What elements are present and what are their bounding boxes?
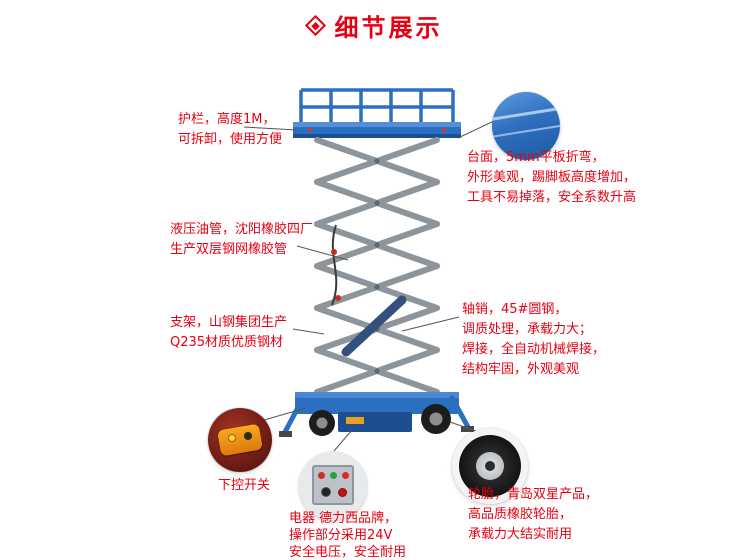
callout-text-line: 生产双层钢网橡胶管	[170, 242, 288, 257]
hydraulic-hose	[331, 224, 338, 306]
control-box-panel	[312, 465, 354, 505]
remote-control-photo	[208, 408, 272, 472]
callout-text-line: 轴销，45#圆钢，	[462, 302, 568, 317]
panel-button-green	[330, 472, 337, 479]
platform-detail-photo	[492, 92, 560, 160]
callout-text-line: 安全电压，安全耐用	[289, 545, 407, 560]
panel-estop	[338, 488, 347, 497]
callout-text-line: 液压油管，沈阳橡胶四厂	[170, 222, 314, 237]
lift-base	[295, 392, 459, 432]
callout-bracket: 支架，山钢集团生产 Q235材质优质钢材	[170, 313, 287, 353]
callout-text-line: 电器 德力西品牌，	[289, 511, 398, 526]
tire-photo	[452, 428, 528, 504]
callout-text-line: 下控开关	[218, 478, 271, 493]
page-title: 细节展示	[334, 14, 443, 42]
callout-pin: 轴销，45#圆钢， 调质处理，承载力大； 焊接，全自动机械焊接， 结构牢固，外观…	[462, 300, 605, 380]
callout-text-line: 轮胎，青岛双星产品，	[468, 487, 599, 502]
panel-knob	[321, 487, 331, 497]
lift-platform	[293, 122, 461, 138]
tire-hub-cap	[485, 461, 495, 471]
remote-button	[244, 432, 252, 440]
callout-text-line: 焊接，全自动机械焊接，	[462, 342, 606, 357]
panel-button-red	[342, 472, 349, 479]
page-header: 细节展示	[0, 8, 750, 43]
callout-text-line: 高品质橡胶轮胎，	[468, 507, 573, 522]
callout-text-line: 支架，山钢集团生产	[170, 315, 288, 330]
lift-wheels	[309, 404, 451, 436]
lift-scissor-pivots	[374, 158, 380, 374]
callout-text-line: 操作部分采用24V	[289, 528, 393, 543]
callout-text-line: 外形美观，踢脚板高度增加，	[467, 170, 637, 185]
callout-text-line: 结构牢固，外观美观	[462, 362, 580, 377]
callout-text-line: 可拆卸，使用方便	[178, 132, 283, 147]
hose-fitting	[331, 249, 337, 255]
callout-text-line: 护栏，高度1M，	[178, 112, 276, 127]
callout-tire: 轮胎，青岛双星产品， 高品质橡胶轮胎， 承载力大结实耐用	[468, 485, 598, 545]
callout-text-line: 承载力大结实耐用	[468, 527, 573, 542]
callout-text-line: Q235材质优质钢材	[170, 335, 284, 350]
hydraulic-cylinder	[341, 295, 407, 357]
callout-connector-lines	[243, 120, 495, 452]
callout-text-line: 工具不易掉落，安全系数升高	[467, 190, 637, 205]
panel-button-red	[318, 472, 325, 479]
hose-fitting	[335, 295, 341, 301]
callout-text-line: 台面，5mm平板折弯，	[467, 150, 605, 165]
callout-text-line: 调质处理，承载力大；	[462, 322, 593, 337]
remote-button	[228, 434, 236, 442]
callout-lower-switch: 下控开关	[218, 476, 270, 496]
callout-guardrail: 护栏，高度1M， 可拆卸，使用方便	[178, 110, 282, 150]
lift-guardrail	[299, 88, 455, 124]
callout-hydraulic: 液压油管，沈阳橡胶四厂 生产双层钢网橡胶管	[170, 220, 313, 260]
callout-electric: 电器 德力西品牌， 操作部分采用24V 安全电压，安全耐用	[289, 510, 406, 560]
control-box-photo	[299, 452, 367, 520]
callout-platform: 台面，5mm平板折弯， 外形美观，踢脚板高度增加， 工具不易掉落，安全系数升高	[467, 148, 636, 208]
